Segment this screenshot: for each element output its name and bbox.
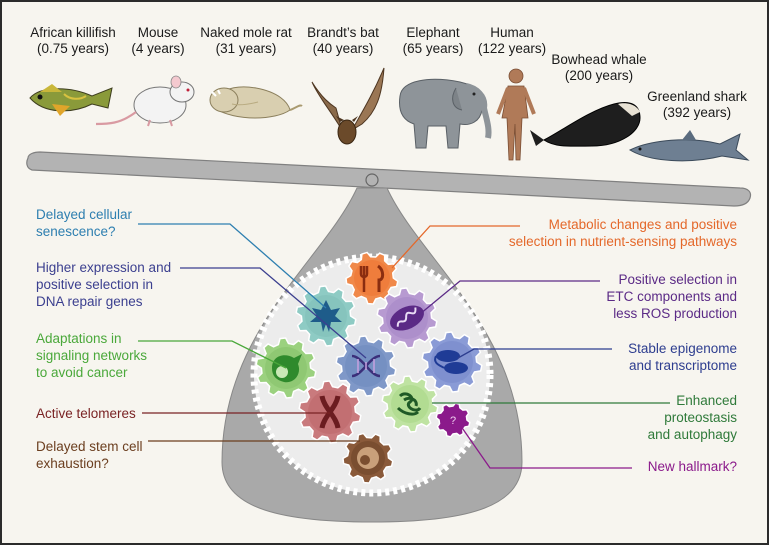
label-proteostasis-line3: and autophagy — [648, 427, 738, 442]
label-telomeres: Active telomeres — [36, 406, 136, 421]
left-labels: Delayed cellular senescence? Higher expr… — [36, 207, 171, 471]
label-etc-line2: ETC components and — [606, 289, 737, 304]
balance-beam — [26, 151, 752, 207]
species-lifespan-elephant: (65 years) — [403, 41, 464, 56]
gear-stem-cell — [342, 432, 394, 484]
label-senescence-line2: senescence? — [36, 224, 116, 239]
species-labels: African killifish (0.75 years) Mouse (4 … — [30, 25, 747, 120]
label-epigenome-line2: and transcriptome — [629, 358, 737, 373]
species-name-naked-mole-rat: Naked mole rat — [200, 25, 292, 40]
label-etc-line1: Positive selection in — [618, 272, 737, 287]
bowhead-whale-illustration — [530, 102, 641, 147]
label-stem-cell-line2: exhaustion? — [36, 456, 109, 471]
gear-epigenome — [421, 331, 483, 393]
gear-etc — [376, 287, 438, 349]
fork-icon — [359, 266, 369, 292]
species-lifespan-killifish: (0.75 years) — [37, 41, 109, 56]
species-lifespan-naked-mole-rat: (31 years) — [216, 41, 277, 56]
elephant-illustration — [399, 78, 492, 149]
gear-signaling — [255, 337, 317, 399]
species-lifespan-bat: (40 years) — [313, 41, 374, 56]
bat-illustration — [311, 67, 385, 145]
label-dna-repair-line3: DNA repair genes — [36, 294, 143, 309]
right-labels: Metabolic changes and positive selection… — [509, 217, 737, 474]
gear-proteostasis — [381, 375, 439, 433]
species-name-bat: Brandt’s bat — [307, 25, 379, 40]
label-new-hallmark: New hallmark? — [648, 459, 737, 474]
label-signaling-line1: Adaptations in — [36, 331, 122, 346]
species-lifespan-greenland-shark: (392 years) — [663, 105, 731, 120]
killifish-illustration — [29, 84, 113, 116]
gear-metabolic — [345, 251, 399, 305]
callout-lines — [138, 223, 670, 469]
label-proteostasis-line2: proteostasis — [664, 410, 737, 425]
gear-telomeres — [298, 380, 362, 444]
label-proteostasis-line1: Enhanced — [676, 393, 737, 408]
species-lifespan-mouse: (4 years) — [131, 41, 184, 56]
gear-dna — [335, 335, 397, 397]
question-mark-icon: ? — [450, 415, 456, 427]
label-senescence-line1: Delayed cellular — [36, 207, 133, 222]
label-metabolic-line1: Metabolic changes and positive — [549, 217, 737, 232]
greenland-shark-illustration — [628, 130, 750, 162]
protein-icon — [396, 392, 422, 416]
species-name-elephant: Elephant — [406, 25, 460, 40]
species-name-greenland-shark: Greenland shark — [647, 89, 747, 104]
nucleosome-icon — [436, 350, 460, 362]
human-illustration — [496, 68, 536, 161]
balance-pivot — [365, 173, 379, 187]
species-lifespan-human: (122 years) — [478, 41, 546, 56]
knife-icon — [377, 264, 385, 292]
naked-mole-rat-illustration — [209, 86, 303, 119]
species-name-mouse: Mouse — [138, 25, 179, 40]
species-lifespan-bowhead-whale: (200 years) — [565, 68, 633, 83]
mouse-illustration — [95, 75, 195, 127]
label-etc-line3: less ROS production — [613, 306, 737, 321]
gear-senescence — [295, 285, 357, 347]
leaf-icon — [310, 300, 342, 332]
species-name-killifish: African killifish — [30, 25, 116, 40]
gear-new-hallmark: ? — [435, 402, 471, 438]
species-name-bowhead-whale: Bowhead whale — [551, 52, 646, 67]
label-stem-cell-line1: Delayed stem cell — [36, 439, 143, 454]
label-metabolic-line2: selection in nutrient-sensing pathways — [509, 234, 737, 249]
label-signaling-line2: signaling networks — [36, 348, 147, 363]
label-signaling-line3: to avoid cancer — [36, 365, 128, 380]
label-epigenome-line1: Stable epigenome — [628, 341, 737, 356]
chromosome-icon — [319, 395, 341, 429]
label-dna-repair-line2: positive selection in — [36, 277, 153, 292]
label-dna-repair-line1: Higher expression and — [36, 260, 171, 275]
species-name-human: Human — [490, 25, 534, 40]
